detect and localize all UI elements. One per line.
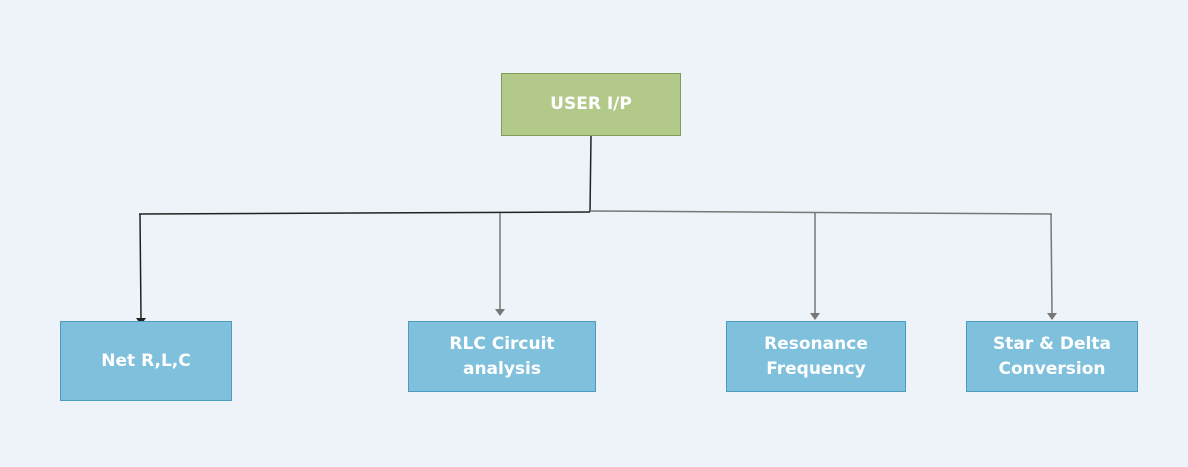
node-star-delta-conversion-line2: Conversion [998,358,1106,379]
node-star-delta-conversion-line1: Star & Delta [993,333,1111,354]
connector-drop-4 [1050,213,1053,314]
node-rlc-circuit-analysis: RLC Circuit analysis [408,321,596,392]
root-node-label: USER I/P [550,94,632,114]
root-node-user-ip: USER I/P [501,73,681,136]
arrowhead-4 [1047,313,1057,320]
node-resonance-frequency-line1: Resonance [764,333,868,354]
node-rlc-circuit-analysis-line2: analysis [462,358,541,379]
node-net-rlc-label: Net R,L,C [101,350,191,371]
arrowhead-2 [495,309,505,316]
connector-bus-right [589,210,1053,215]
node-star-delta-conversion: Star & Delta Conversion [966,321,1138,392]
arrowhead-3 [810,313,820,320]
node-rlc-circuit-analysis-line1: RLC Circuit [449,333,555,354]
node-resonance-frequency-line2: Frequency [766,358,866,379]
connector-root-stem [589,135,592,213]
connector-drop-1 [139,213,142,319]
node-net-rlc: Net R,L,C [60,321,232,401]
node-resonance-frequency: Resonance Frequency [726,321,906,392]
connector-bus-left [138,211,591,215]
